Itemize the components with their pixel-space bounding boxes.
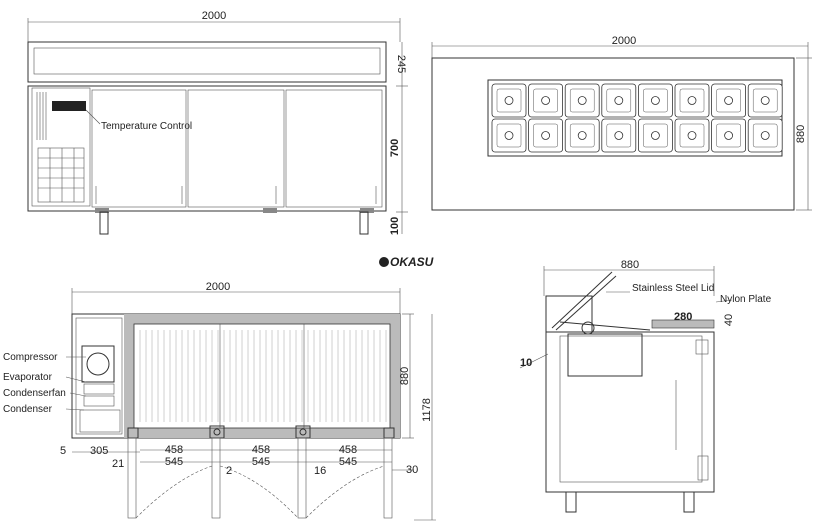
pan-handle-icon <box>614 96 624 105</box>
pan <box>564 83 600 118</box>
pan <box>711 83 746 118</box>
front-height-dim: 700 <box>389 139 401 157</box>
pan <box>674 83 710 118</box>
plan-depth-dim: 880 <box>399 367 411 385</box>
top-depth-dim: 880 <box>795 125 807 143</box>
pan <box>601 83 637 118</box>
plan-width-dim: 2000 <box>206 281 230 293</box>
pan <box>528 118 563 153</box>
pan <box>711 118 746 153</box>
front-leg-dim: 100 <box>389 217 401 235</box>
door-inner-2: 458 <box>252 444 270 456</box>
pan <box>491 118 527 153</box>
door-inner-3: 458 <box>339 444 357 456</box>
nylon-plate-label: Nylon Plate <box>720 294 772 305</box>
front-width-dim: 2000 <box>202 10 226 22</box>
pan-handle-icon <box>687 96 697 105</box>
component-labels: Compressor Evaporator Condenserfan Conde… <box>3 352 87 415</box>
plate-dim: 280 <box>674 311 692 323</box>
door-outer-2: 545 <box>252 456 270 468</box>
logo-text: OKASU <box>390 255 434 269</box>
top-width-dim: 2000 <box>612 35 636 47</box>
gastronorm-pans <box>491 83 783 153</box>
pan-handle-icon <box>504 96 514 105</box>
pan-handle-icon <box>541 131 550 140</box>
pan-handle-icon <box>651 131 660 140</box>
door-outer-1: 545 <box>165 456 183 468</box>
door-outer-3: 545 <box>339 456 357 468</box>
pan-handle-icon <box>541 96 550 105</box>
side-view: 880 Stainless Steel Lid 280 Nylon Plate … <box>519 259 772 513</box>
brand-logo: OKASU <box>379 255 434 269</box>
front-top-dim: 245 <box>395 55 407 73</box>
front-view: 2000 Temperature Control <box>27 10 408 235</box>
label-compressor: Compressor <box>3 352 58 363</box>
plate-height-dim: 40 <box>723 314 735 326</box>
dim-21: 21 <box>112 458 124 470</box>
pan-handle-icon <box>687 131 697 140</box>
pan-handle-icon <box>724 131 733 140</box>
pan-well <box>487 79 783 157</box>
label-evaporator: Evaporator <box>3 372 53 383</box>
stainless-lid-label: Stainless Steel Lid <box>632 283 714 294</box>
pan <box>528 83 563 118</box>
plan-view: 2000 Compressor Evaporator Condenserfan … <box>3 281 436 521</box>
pan-handle-icon <box>651 96 660 105</box>
open-doors <box>127 437 393 519</box>
pan <box>747 83 783 118</box>
dim-5: 5 <box>60 445 66 457</box>
top-view: 2000 880 <box>431 35 812 211</box>
pan-handle-icon <box>577 96 587 105</box>
label-condenser: Condenser <box>3 404 53 415</box>
pan <box>747 118 783 153</box>
side-depth-dim: 880 <box>621 259 639 271</box>
pan <box>674 118 710 153</box>
pan <box>564 118 600 153</box>
side-left-dim: 10 <box>520 357 532 369</box>
plan-open-depth-dim: 1178 <box>421 398 433 422</box>
pan <box>601 118 637 153</box>
pan <box>638 118 673 153</box>
temperature-control-label: Temperature Control <box>101 121 192 132</box>
dim-30: 30 <box>406 464 418 476</box>
pan-handle-icon <box>760 131 770 140</box>
logo-mark-icon <box>379 257 389 267</box>
door-inner-1: 458 <box>165 444 183 456</box>
dim-16: 16 <box>314 465 326 477</box>
shelf-ribs <box>139 330 387 422</box>
label-condenserfan: Condenserfan <box>3 388 66 399</box>
dim-2: 2 <box>226 465 232 477</box>
pan-handle-icon <box>504 131 514 140</box>
pan <box>491 83 527 118</box>
vent-grille <box>36 92 85 203</box>
pan-handle-icon <box>724 96 733 105</box>
pan <box>638 83 673 118</box>
dim-305: 305 <box>90 445 108 457</box>
pan-handle-icon <box>614 131 624 140</box>
pan-handle-icon <box>577 131 587 140</box>
temperature-control-display <box>52 101 86 111</box>
pan-handle-icon <box>760 96 770 105</box>
